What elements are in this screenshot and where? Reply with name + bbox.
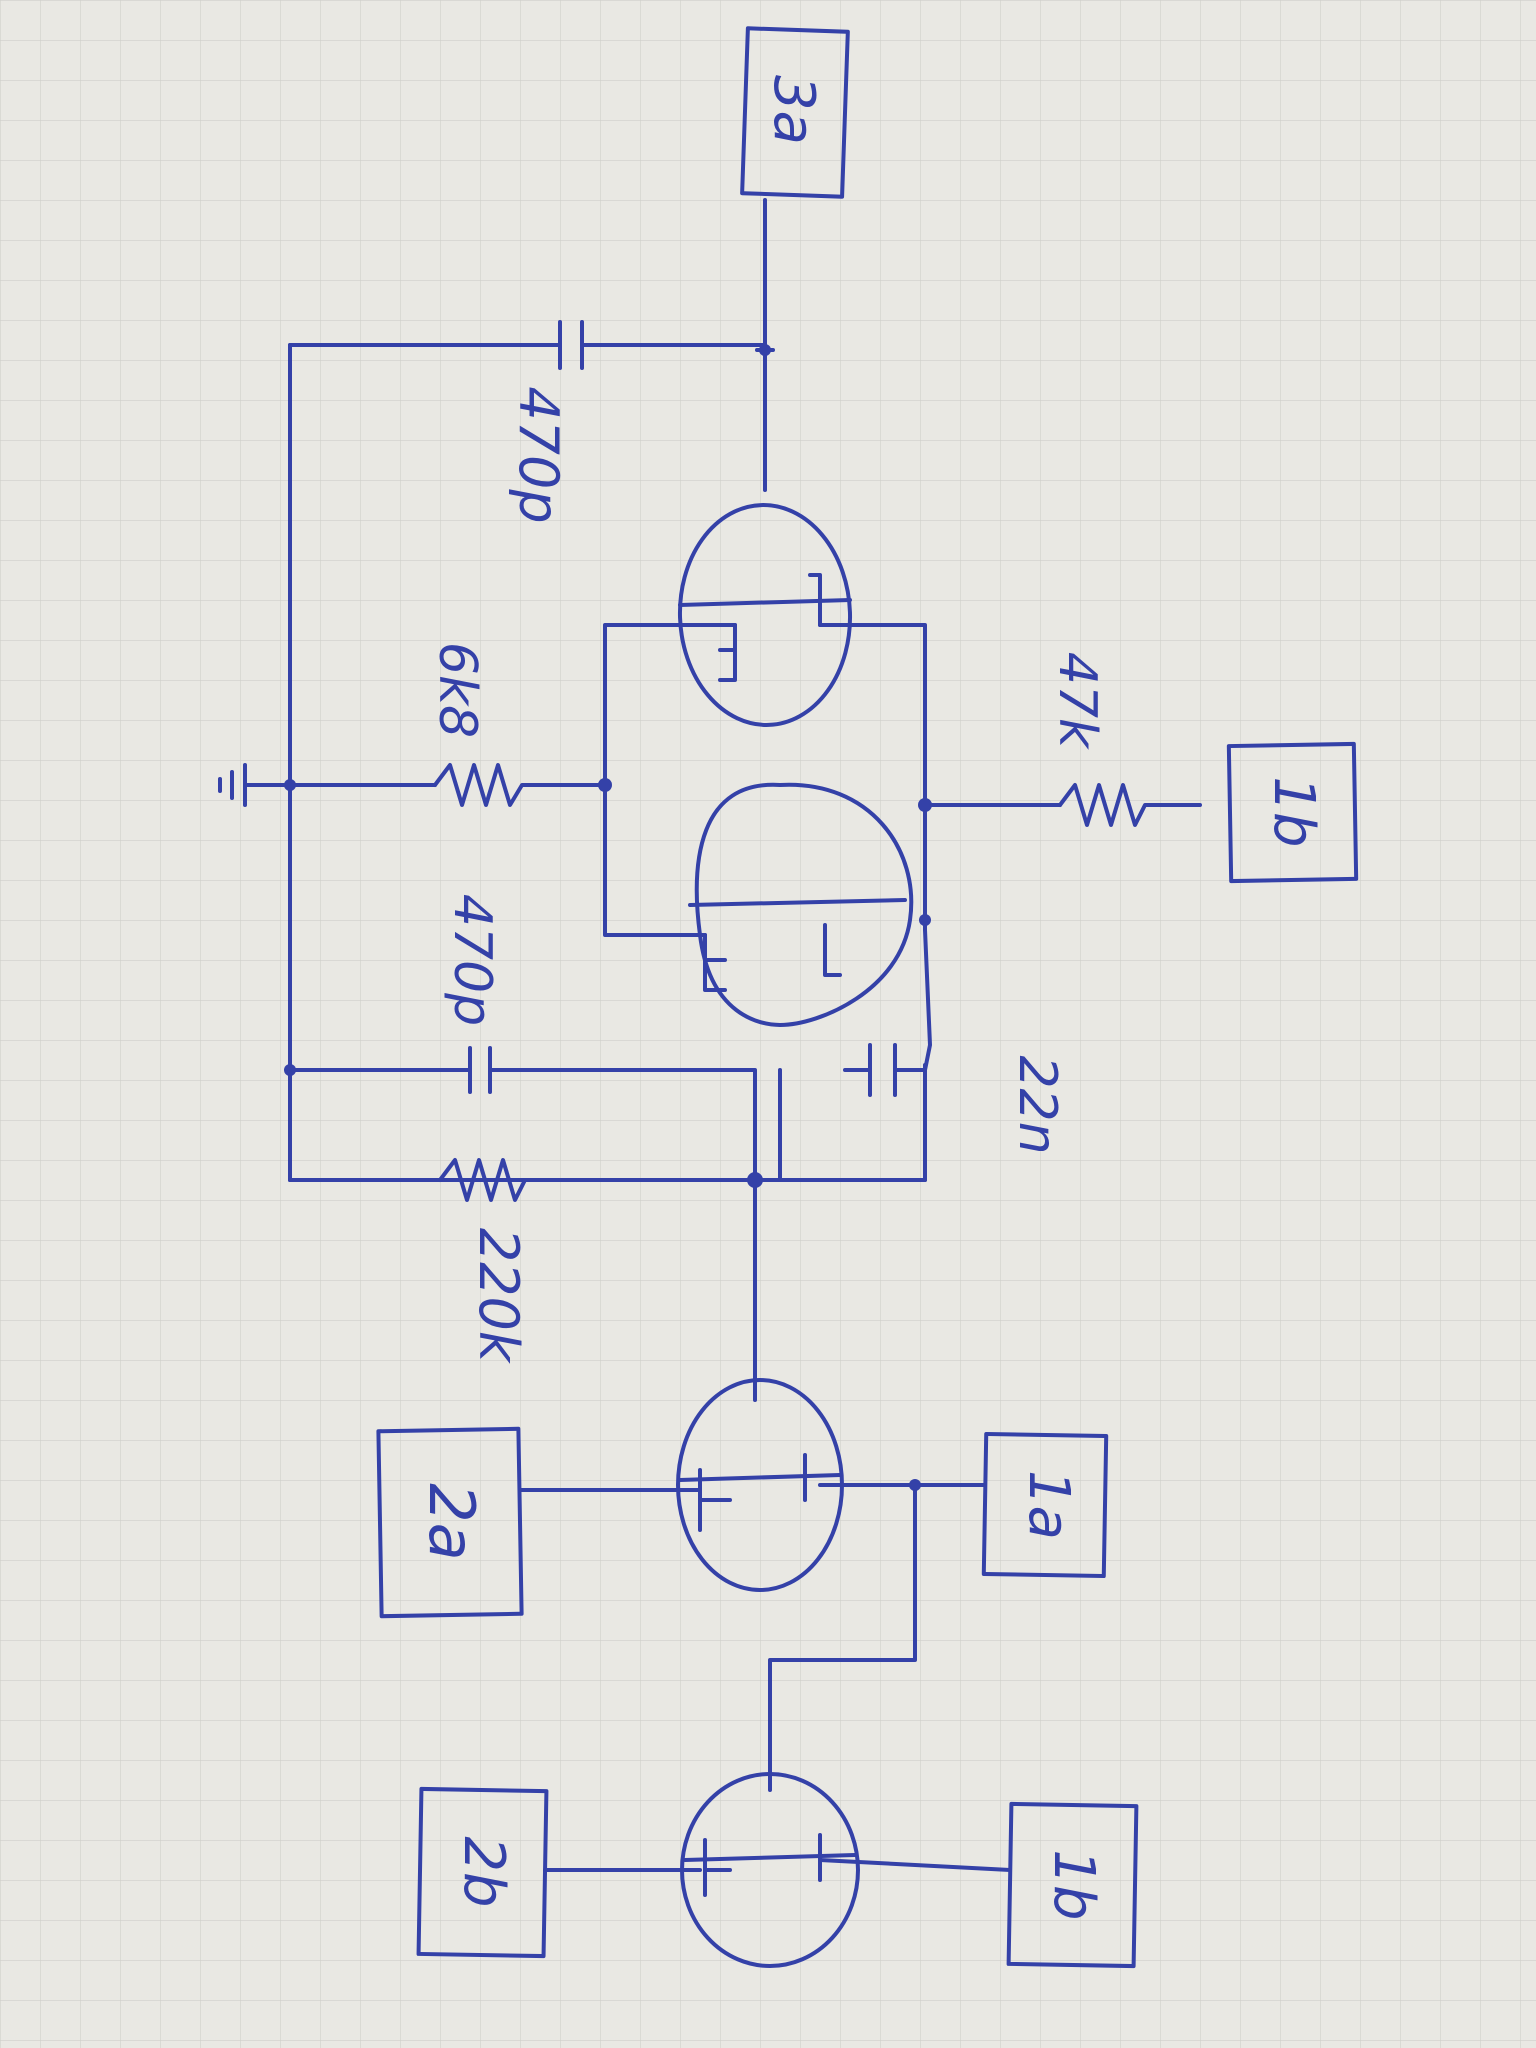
terminal-2b-label: 2b xyxy=(451,1836,516,1907)
tube-v2b xyxy=(680,1772,860,1968)
label-r2: 47k xyxy=(1047,652,1107,750)
terminal-2a-label: 2a xyxy=(415,1483,488,1560)
terminal-1b-bottom-label: 1b xyxy=(1041,1849,1106,1920)
label-r1: 6k8 xyxy=(427,642,487,738)
resistor-r3 xyxy=(438,1158,562,1202)
resistor-r2 xyxy=(1058,783,1202,827)
label-c1: 470p xyxy=(507,386,570,523)
tube-v1b xyxy=(688,782,914,1027)
ground-symbol xyxy=(218,763,247,807)
terminal-2b: 2b xyxy=(416,1786,549,1959)
capacitor-c3 xyxy=(843,1043,927,1097)
terminal-1a-label: 1a xyxy=(1016,1470,1081,1540)
terminal-1b-top: 1b xyxy=(1226,741,1359,884)
terminal-1a: 1a xyxy=(981,1431,1109,1579)
resistor-r1 xyxy=(433,763,542,807)
terminal-3a: 3a xyxy=(740,26,850,199)
label-c2: 470p xyxy=(442,894,502,1026)
terminal-1b-top-label: 1b xyxy=(1261,776,1326,847)
terminal-3a-label: 3a xyxy=(761,75,826,145)
tube-v2a xyxy=(676,1378,844,1592)
capacitor-c1 xyxy=(538,320,612,370)
terminal-2a: 2a xyxy=(376,1426,524,1619)
terminal-1b-bottom: 1b xyxy=(1006,1801,1139,1969)
wiring xyxy=(243,198,1062,1872)
tube-v1a xyxy=(677,503,853,727)
capacitor-c2 xyxy=(453,1046,502,1094)
label-c3: 22n xyxy=(1007,1055,1067,1154)
label-r3: 220k xyxy=(467,1228,530,1365)
